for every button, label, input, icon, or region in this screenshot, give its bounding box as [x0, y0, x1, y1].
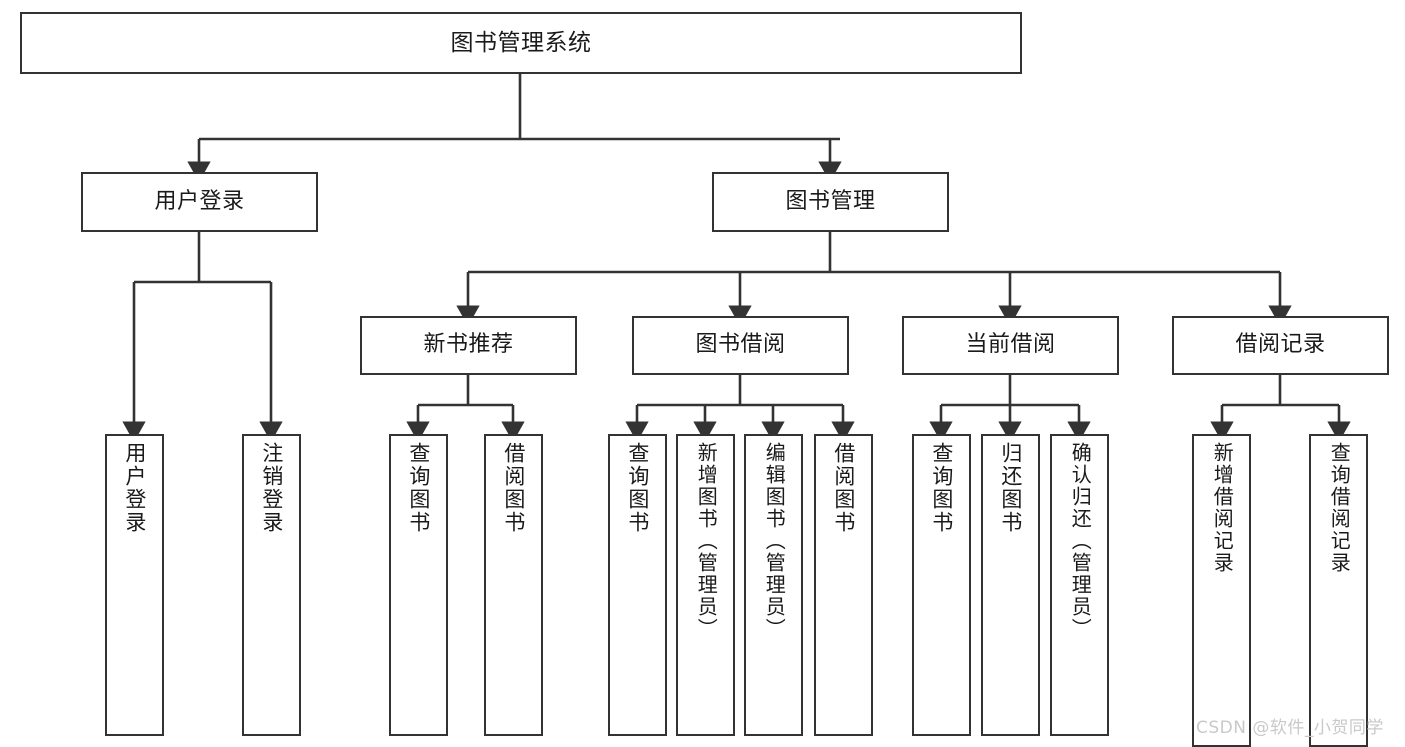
node-leaf-borrow-book-label: 借阅图书 [831, 442, 856, 534]
node-root-system-label: 图书管理系统 [450, 29, 592, 56]
node-book-management-label: 图书管理 [785, 188, 876, 214]
node-leaf-confirm-return-admin[interactable]: 确认归还（管理员） [1050, 434, 1109, 736]
node-book-management[interactable]: 图书管理 [712, 172, 949, 232]
node-root-system[interactable]: 图书管理系统 [20, 12, 1022, 74]
csdn-watermark: CSDN @软件_小贺同学 [1196, 718, 1384, 738]
node-leaf-add-borrow-record-label: 新增借阅记录 [1210, 442, 1235, 574]
node-leaf-current-query-book-label: 查询图书 [929, 442, 954, 534]
node-leaf-current-query-book[interactable]: 查询图书 [912, 434, 971, 736]
node-leaf-borrow-book[interactable]: 借阅图书 [814, 434, 873, 736]
node-new-book-recommend[interactable]: 新书推荐 [360, 316, 577, 375]
node-leaf-edit-book-admin-label: 编辑图书（管理员） [762, 442, 787, 640]
node-leaf-recommend-query-book-label: 查询图书 [406, 442, 431, 534]
node-leaf-query-borrow-record[interactable]: 查询借阅记录 [1309, 434, 1368, 747]
node-leaf-return-book[interactable]: 归还图书 [981, 434, 1040, 736]
node-leaf-logout[interactable]: 注销登录 [242, 434, 301, 736]
node-leaf-recommend-borrow-book-label: 借阅图书 [501, 442, 526, 534]
node-current-borrow[interactable]: 当前借阅 [902, 316, 1119, 375]
node-user-login[interactable]: 用户登录 [81, 172, 318, 232]
node-current-borrow-label: 当前借阅 [965, 332, 1056, 358]
node-leaf-add-book-admin[interactable]: 新增图书（管理员） [676, 434, 735, 736]
node-leaf-return-book-label: 归还图书 [998, 442, 1023, 534]
node-leaf-edit-book-admin[interactable]: 编辑图书（管理员） [744, 434, 803, 736]
node-user-login-label: 用户登录 [154, 188, 245, 214]
node-leaf-borrow-query-book-label: 查询图书 [625, 442, 650, 534]
node-leaf-recommend-borrow-book[interactable]: 借阅图书 [484, 434, 543, 736]
node-borrow-record[interactable]: 借阅记录 [1172, 316, 1389, 375]
node-leaf-user-login-label: 用户登录 [122, 442, 147, 534]
node-book-borrow[interactable]: 图书借阅 [632, 316, 849, 375]
node-book-borrow-label: 图书借阅 [695, 332, 786, 358]
node-leaf-confirm-return-admin-label: 确认归还（管理员） [1068, 442, 1093, 640]
node-leaf-add-book-admin-label: 新增图书（管理员） [694, 442, 719, 640]
node-leaf-logout-label: 注销登录 [259, 442, 284, 534]
node-leaf-recommend-query-book[interactable]: 查询图书 [389, 434, 448, 736]
node-leaf-query-borrow-record-label: 查询借阅记录 [1327, 442, 1352, 574]
node-leaf-add-borrow-record[interactable]: 新增借阅记录 [1192, 434, 1251, 747]
node-leaf-borrow-query-book[interactable]: 查询图书 [608, 434, 667, 736]
node-borrow-record-label: 借阅记录 [1235, 332, 1326, 358]
node-new-book-recommend-label: 新书推荐 [423, 332, 514, 358]
node-leaf-user-login[interactable]: 用户登录 [105, 434, 164, 736]
